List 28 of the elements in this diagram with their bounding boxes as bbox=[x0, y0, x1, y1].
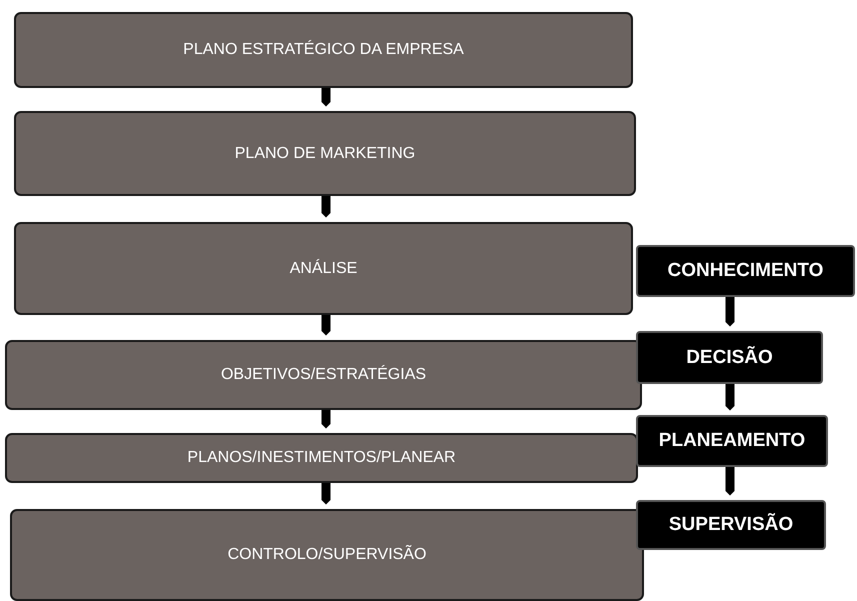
step-box bbox=[636, 500, 826, 550]
arrow bbox=[322, 483, 330, 504]
box-label: PLANO DE MARKETING bbox=[234, 144, 416, 162]
step-box bbox=[636, 245, 855, 297]
box-label: PLANO ESTRATÉGICO DA EMPRESA bbox=[182, 41, 465, 59]
box-label: DECISÃO bbox=[685, 346, 774, 368]
box-label: OBJETIVOS/ESTRATÉGIAS bbox=[220, 366, 428, 384]
arrow bbox=[322, 410, 330, 428]
arrow bbox=[322, 196, 330, 218]
step-box bbox=[636, 415, 828, 467]
process-box bbox=[14, 222, 633, 315]
process-box bbox=[14, 12, 633, 88]
box-label: SUPERVISÃO bbox=[668, 514, 794, 536]
step-box bbox=[636, 331, 823, 384]
arrow bbox=[726, 297, 734, 326]
arrow bbox=[322, 88, 330, 106]
process-box bbox=[5, 340, 642, 410]
process-box bbox=[14, 111, 636, 196]
arrow bbox=[726, 384, 734, 410]
box-label: PLANOS/INESTIMENTOS/PLANEAR bbox=[186, 449, 457, 467]
arrow bbox=[726, 467, 734, 496]
process-box bbox=[10, 509, 644, 601]
box-label: CONHECIMENTO bbox=[666, 260, 824, 282]
arrow bbox=[322, 315, 330, 336]
box-label: CONTROLO/SUPERVISÃO bbox=[226, 546, 428, 564]
box-label: ANÁLISE bbox=[288, 260, 358, 278]
box-label: PLANEAMENTO bbox=[658, 430, 806, 452]
process-box bbox=[5, 433, 638, 483]
